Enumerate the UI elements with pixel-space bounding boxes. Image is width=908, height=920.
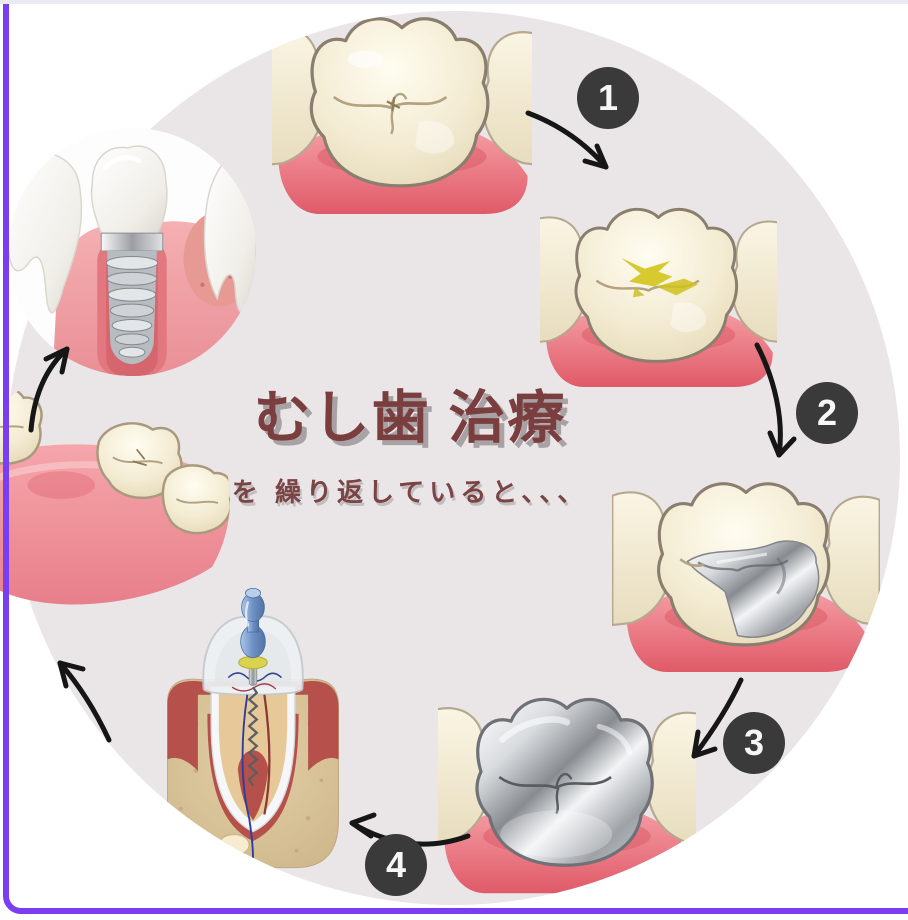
step-2-badge: 2 — [796, 382, 858, 444]
silver-filling-tooth-icon — [611, 482, 881, 672]
step-4-number: 4 — [385, 844, 407, 885]
step-3-number: 3 — [743, 722, 765, 763]
top-hairline — [0, 0, 908, 4]
page-title: むし歯 治療 — [253, 386, 567, 450]
title-block: むし歯 治療 を 繰り返していると、、、 — [150, 372, 670, 509]
healthy-tooth-icon — [262, 17, 542, 214]
root-canal-icon — [156, 587, 339, 869]
implant-icon — [8, 128, 256, 376]
silver-crown-tooth-icon — [428, 697, 706, 894]
caries-tooth-illustration — [531, 185, 786, 392]
step-2-number: 2 — [816, 392, 838, 433]
caries-tooth-icon — [531, 207, 786, 387]
step-1-badge: 1 — [577, 67, 639, 129]
root-canal-illustration — [156, 573, 348, 888]
missing-tooth-illustration — [0, 366, 230, 634]
page-subtitle: を 繰り返していると、、、 — [231, 477, 589, 507]
implant-illustration — [8, 128, 256, 376]
silver-crown-tooth-illustration — [428, 670, 706, 901]
step-3-badge: 3 — [723, 712, 785, 774]
missing-tooth-icon — [0, 384, 230, 605]
step-4-badge: 4 — [365, 834, 427, 896]
healthy-tooth-illustration — [262, 11, 542, 219]
step-1-number: 1 — [597, 77, 619, 118]
silver-filling-tooth-illustration — [611, 458, 881, 677]
cycle-circle — [6, 11, 900, 905]
